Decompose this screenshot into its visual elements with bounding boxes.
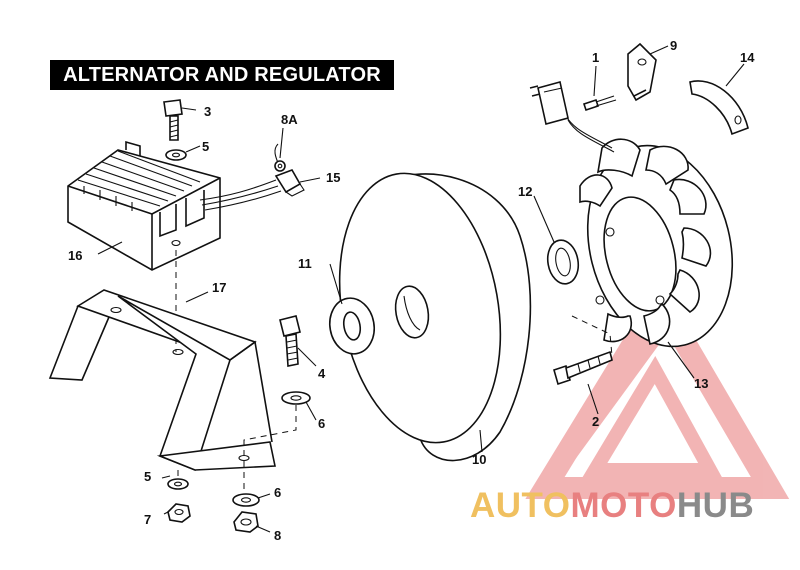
screw-3 [163,99,183,141]
callout-9: 9 [670,38,677,53]
spacer-12 [546,239,580,285]
callout-3: 3 [204,104,211,119]
callout-16: 16 [68,248,82,263]
leader-lines [97,45,745,533]
bracket-17 [48,289,276,472]
lock-washer-5-upper [165,149,187,161]
connector-15 [274,169,305,197]
lock-washer-6-upper [281,391,311,405]
callout-1: 1 [592,50,599,65]
callout-6-upper: 6 [318,416,325,431]
spacer-11 [328,297,376,355]
callout-6-lower: 6 [274,485,281,500]
callout-4: 4 [318,366,326,381]
diagram-title: ALTERNATOR AND REGULATOR [50,60,394,90]
clamp-9 [627,42,657,102]
callout-5-lower: 5 [144,469,151,484]
dash-bolt4 [243,405,297,490]
callout-5-upper: 5 [202,139,209,154]
callout-12: 12 [518,184,532,199]
callout-15: 15 [326,170,340,185]
screw-1-small [582,95,617,112]
nut-7 [167,503,191,523]
brand-part-hub: HUB [676,486,755,525]
callout-7: 7 [144,512,151,527]
stator-wires [565,115,613,149]
watermark-brand-text: AUTOMOTOHUB [470,486,754,526]
watermark-logo [525,278,790,499]
callout-8a: 8A [281,112,298,127]
plug-1 [529,81,569,125]
regulator-wires [199,143,282,211]
brand-part-auto: AUTO [470,486,571,525]
nut-8 [233,511,259,533]
callout-2: 2 [592,414,599,429]
callout-13: 13 [694,376,708,391]
lock-washer-6-lower [232,493,260,507]
brand-part-moto: MOTO [570,486,677,525]
screw-2 [553,350,613,386]
lock-washer-5-lower [167,478,189,490]
callout-17: 17 [212,280,226,295]
callout-11: 11 [298,256,312,271]
stator-13 [579,138,734,348]
bolt-4 [279,315,301,367]
ring-terminal-8a [274,160,286,172]
callout-10: 10 [472,452,486,467]
callout-14: 14 [740,50,755,65]
plate-14 [689,80,749,136]
callout-8: 8 [274,528,281,543]
dash-screw2 [571,315,613,357]
regulator-16 [67,140,221,271]
rotor-10 [338,172,532,462]
callout-labels: 3 5 8A 15 16 17 4 6 11 10 12 13 2 1 9 14… [68,38,755,543]
